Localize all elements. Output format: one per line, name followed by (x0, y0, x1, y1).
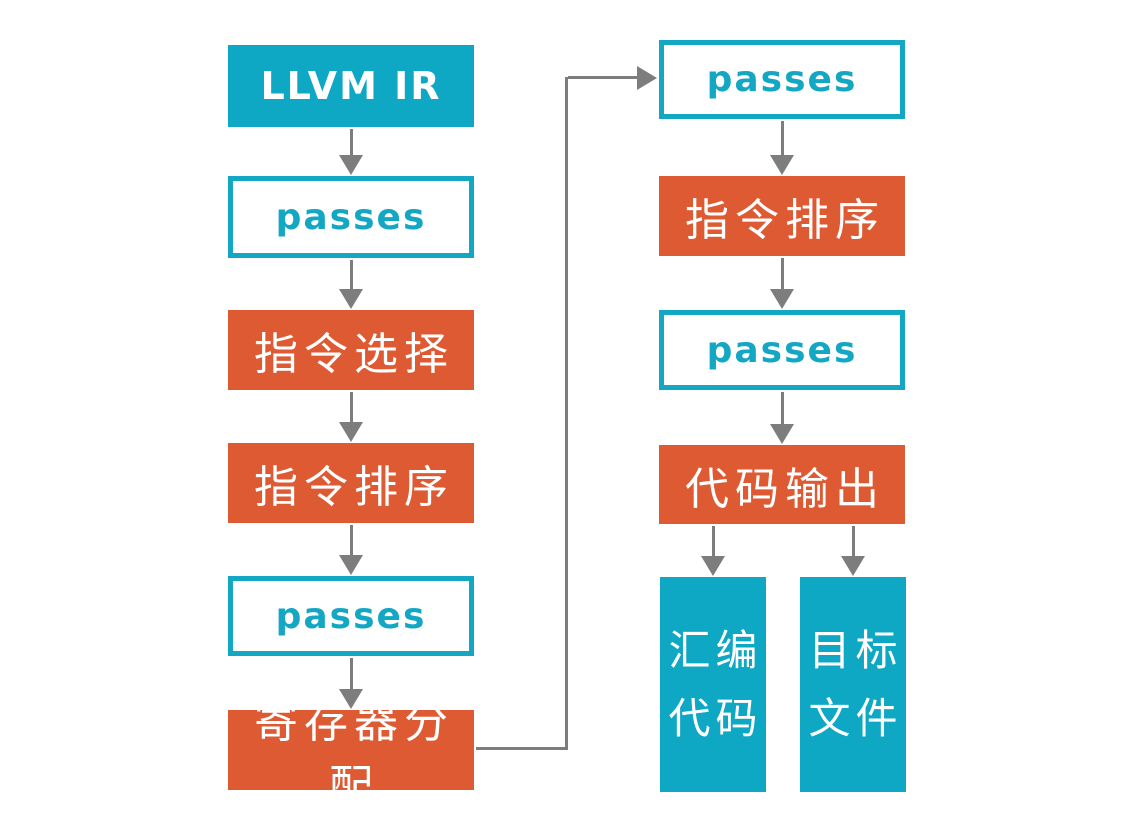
arrow-down-icon (701, 526, 725, 576)
arrow-down-icon (770, 392, 794, 444)
node-passes-left-1: passes (228, 176, 474, 258)
node-instruction-selection-label: 指令选择 (254, 329, 454, 380)
node-instruction-scheduling-right: 指令排序 (659, 176, 905, 256)
arrow-down-icon (770, 121, 794, 175)
arrow-down-icon (339, 260, 363, 309)
arrow-down-icon (339, 525, 363, 575)
node-llvm-ir-label: LLVM IR (260, 64, 442, 108)
node-object-file-label: 目标文件 (808, 626, 903, 743)
node-passes-left-1-label: passes (275, 196, 427, 238)
connector-horizontal-segment (568, 76, 637, 79)
node-instruction-scheduling-left-label: 指令排序 (254, 462, 454, 513)
node-code-emission-label: 代码输出 (685, 463, 885, 515)
node-assembly-code-label: 汇编代码 (668, 626, 763, 743)
node-passes-left-2-label: passes (275, 595, 427, 637)
arrow-down-icon (770, 258, 794, 309)
node-passes-right-1-label: passes (706, 59, 858, 100)
node-object-file: 目标文件 (800, 577, 906, 792)
connector-vertical-segment (565, 77, 568, 750)
arrow-right-icon (637, 66, 657, 90)
node-instruction-scheduling-left: 指令排序 (228, 443, 474, 523)
node-passes-right-2: passes (659, 310, 905, 390)
node-instruction-selection: 指令选择 (228, 310, 474, 390)
node-instruction-scheduling-right-label: 指令排序 (685, 195, 885, 246)
arrow-down-icon (339, 658, 363, 709)
arrow-down-icon (339, 392, 363, 442)
node-assembly-code: 汇编代码 (660, 577, 766, 792)
node-passes-right-1: passes (659, 40, 905, 119)
node-register-allocation: 寄存器分配 (228, 697, 474, 812)
node-passes-left-2: passes (228, 576, 474, 656)
arrow-down-icon (339, 129, 363, 175)
node-llvm-ir: LLVM IR (228, 45, 474, 127)
node-code-emission: 代码输出 (659, 445, 905, 524)
node-passes-right-2-label: passes (706, 329, 858, 371)
connector-horizontal-segment (476, 747, 567, 750)
arrow-down-icon (841, 526, 865, 576)
